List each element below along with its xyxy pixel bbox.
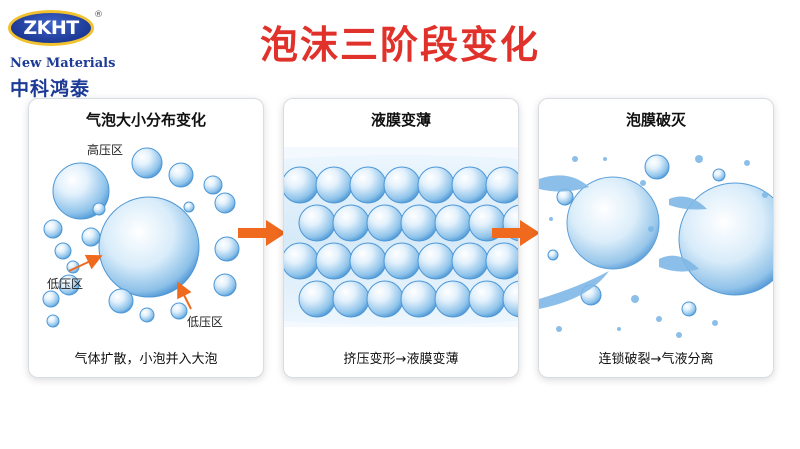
high-pressure-label: 高压区 [87,143,124,157]
brand-logo: ZKHT ® New Materials 中科鸿泰 [6,4,116,100]
arrow-right-icon [492,220,540,246]
page-title: 泡沫三阶段变化 [259,23,540,67]
panel-bubble-size: 气泡大小分布变化 高压区 低压区 低压区 气体扩散， [28,98,264,378]
registered-mark: ® [94,10,103,20]
panel-caption: 气体扩散，小泡并入大泡 [74,352,218,367]
film-rupture-illustration [539,154,773,338]
packed-bubble [349,166,387,204]
packed-bubble [332,204,370,242]
panel-title: 气泡大小分布变化 [85,111,206,129]
panel-caption: 挤压变形→液膜变薄 [343,352,459,367]
packed-bubble [485,242,518,280]
packed-bubble [383,166,421,204]
panel-film-thinning: 液膜变薄 挤压变形→液膜变薄 [283,98,519,378]
packed-bubble [451,166,489,204]
packed-bubble [451,242,489,280]
low-pressure-label-left: 低压区 [47,277,84,291]
packed-bubble [332,280,370,318]
packed-bubble [315,242,353,280]
logo-english-name: New Materials [10,56,116,71]
packed-bubble [315,166,353,204]
packed-bubble [366,204,404,242]
panel-title: 液膜变薄 [370,111,431,129]
packed-bubble [485,166,518,204]
packed-bubble [417,242,455,280]
packed-bubble [366,280,404,318]
bubble-distribution-illustration [42,147,240,328]
logo-chinese-name: 中科鸿泰 [10,78,91,100]
packed-bubble [400,280,438,318]
packed-bubble [383,242,421,280]
arrow-right-icon [238,220,286,246]
low-pressure-label-right: 低压区 [187,315,224,329]
panel-caption: 连锁破裂→气液分离 [598,352,714,367]
panel-title: 泡膜破灭 [625,111,686,129]
packed-bubble [468,280,506,318]
packed-bubble [298,280,336,318]
packed-bubble [434,280,472,318]
packed-bubble [284,242,319,280]
packed-bubble [284,166,319,204]
packed-bubble [349,242,387,280]
packed-bubble [400,204,438,242]
film-thinning-illustration [284,147,518,327]
panel-film-rupture: 泡膜破灭 连锁破裂→气液分离 [538,98,774,378]
packed-bubble [298,204,336,242]
packed-bubble [417,166,455,204]
logo-mark: ZKHT [23,17,79,39]
packed-bubble [434,204,472,242]
logo-badge: ZKHT [8,10,94,46]
packed-bubble [502,280,518,318]
